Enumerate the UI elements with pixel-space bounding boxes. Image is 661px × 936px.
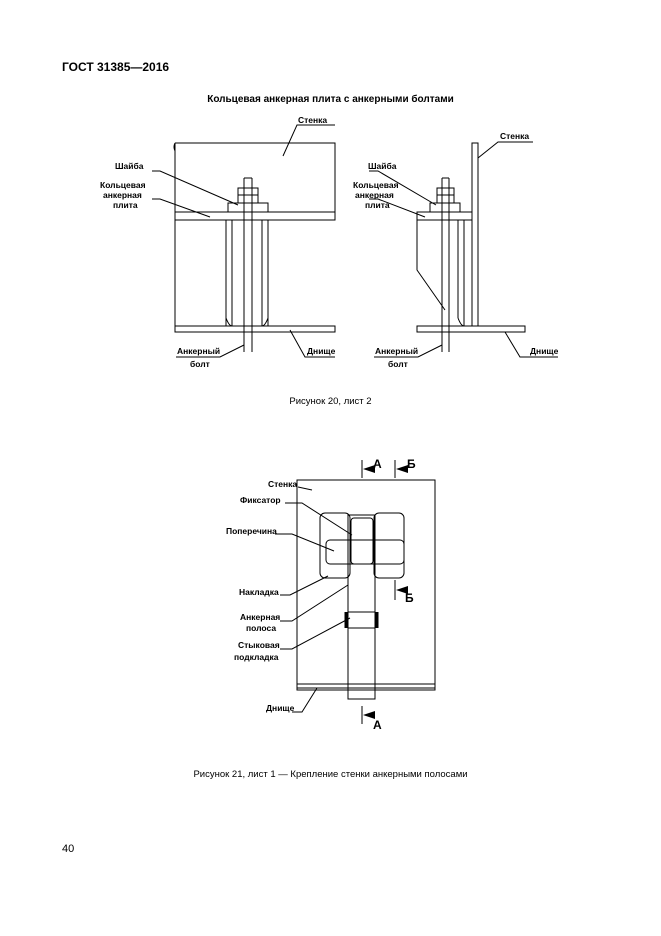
section-arrow-icon [363, 711, 375, 719]
fig20-left-bolt-label: Анкерный [177, 346, 220, 356]
fig21-retainer-label: Фиксатор [240, 495, 281, 505]
figure-20-caption: Рисунок 20, лист 2 [289, 396, 372, 407]
fig21-crossbar-label: Поперечина [226, 526, 277, 536]
fig20-right-bolt-label: Анкерный [375, 346, 418, 356]
fig21-bottom-label: Днище [266, 703, 295, 713]
fig20-left-drawing [152, 124, 336, 358]
fig21-wall-label: Стенка [268, 479, 297, 489]
fig20-left-wall-label: Стенка [298, 115, 327, 125]
section-arrow-icon [396, 465, 408, 473]
fig20-right-ring-plate-label: Кольцевая [353, 180, 399, 190]
fig21-butt-plate-label: подкладка [234, 652, 279, 662]
fig21-drawing [275, 460, 436, 724]
section-mark-a: А [373, 718, 382, 732]
fig20-right-bottom-label: Днище [530, 346, 559, 356]
section-mark-b: Б [405, 591, 414, 605]
fig21-anchor-strip-label: Анкерная [240, 612, 280, 622]
fig21-overlay-label: Накладка [239, 587, 279, 597]
section-mark-a: А [373, 457, 382, 471]
section-arrow-icon [363, 465, 375, 473]
figure-21-caption: Рисунок 21, лист 1 — Крепление стенки ан… [193, 769, 468, 780]
fig20-left-washer-label: Шайба [115, 161, 144, 171]
fig20-left-ring-plate-label: Кольцевая [100, 180, 146, 190]
fig20-right-washer-label: Шайба [368, 161, 397, 171]
fig20-right-ring-plate-label: анкерная [355, 190, 394, 200]
figure-20-title: Кольцевая анкерная плита с анкерными бол… [207, 94, 454, 105]
fig20-right-ring-plate-label: плита [365, 200, 390, 210]
fig20-left-bottom-label: Днище [307, 346, 336, 356]
fig20-right-wall-label: Стенка [500, 131, 529, 141]
section-arrow-icon [396, 586, 408, 594]
fig20-left-ring-plate-label: плита [113, 200, 138, 210]
document-header: ГОСТ 31385—2016 [62, 60, 170, 74]
fig20-right-drawing [369, 141, 558, 358]
section-mark-b: Б [407, 457, 416, 471]
fig21-butt-plate-label: Стыковая [238, 640, 280, 650]
fig21-anchor-strip-label: полоса [246, 623, 276, 633]
fig20-left-bolt-label: болт [190, 359, 210, 369]
fig20-left-ring-plate-label: анкерная [103, 190, 142, 200]
fig20-right-bolt-label: болт [388, 359, 408, 369]
page-number: 40 [62, 843, 75, 855]
